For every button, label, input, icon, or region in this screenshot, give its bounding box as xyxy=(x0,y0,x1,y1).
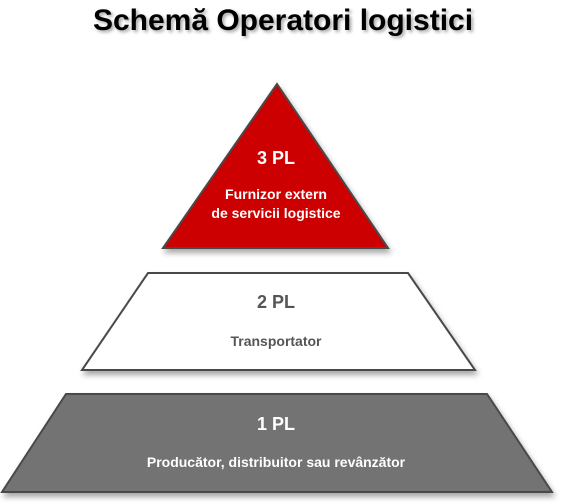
level-2pl: 2 PL Transportator xyxy=(80,272,477,371)
level-2pl-shape xyxy=(80,272,477,371)
level-2pl-desc: Transportator xyxy=(230,333,322,349)
level-3pl-desc-line2: de servicii logistice xyxy=(211,205,340,221)
level-1pl-title: 1 PL xyxy=(257,414,295,434)
level-1pl: 1 PL Producător, distribuitor sau revânz… xyxy=(0,393,554,493)
level-2pl-title: 2 PL xyxy=(257,292,295,312)
diagram-title: Schemă Operatori logistici xyxy=(92,4,474,37)
level-3pl: 3 PL Furnizor extern de servicii logisti… xyxy=(161,82,390,249)
level-3pl-title: 3 PL xyxy=(257,148,295,168)
level-1pl-desc: Producător, distribuitor sau revânzător xyxy=(147,454,406,470)
level-3pl-shape xyxy=(161,82,390,249)
level-3pl-desc-line1: Furnizor extern xyxy=(225,186,327,202)
level-1pl-shape xyxy=(0,393,554,493)
